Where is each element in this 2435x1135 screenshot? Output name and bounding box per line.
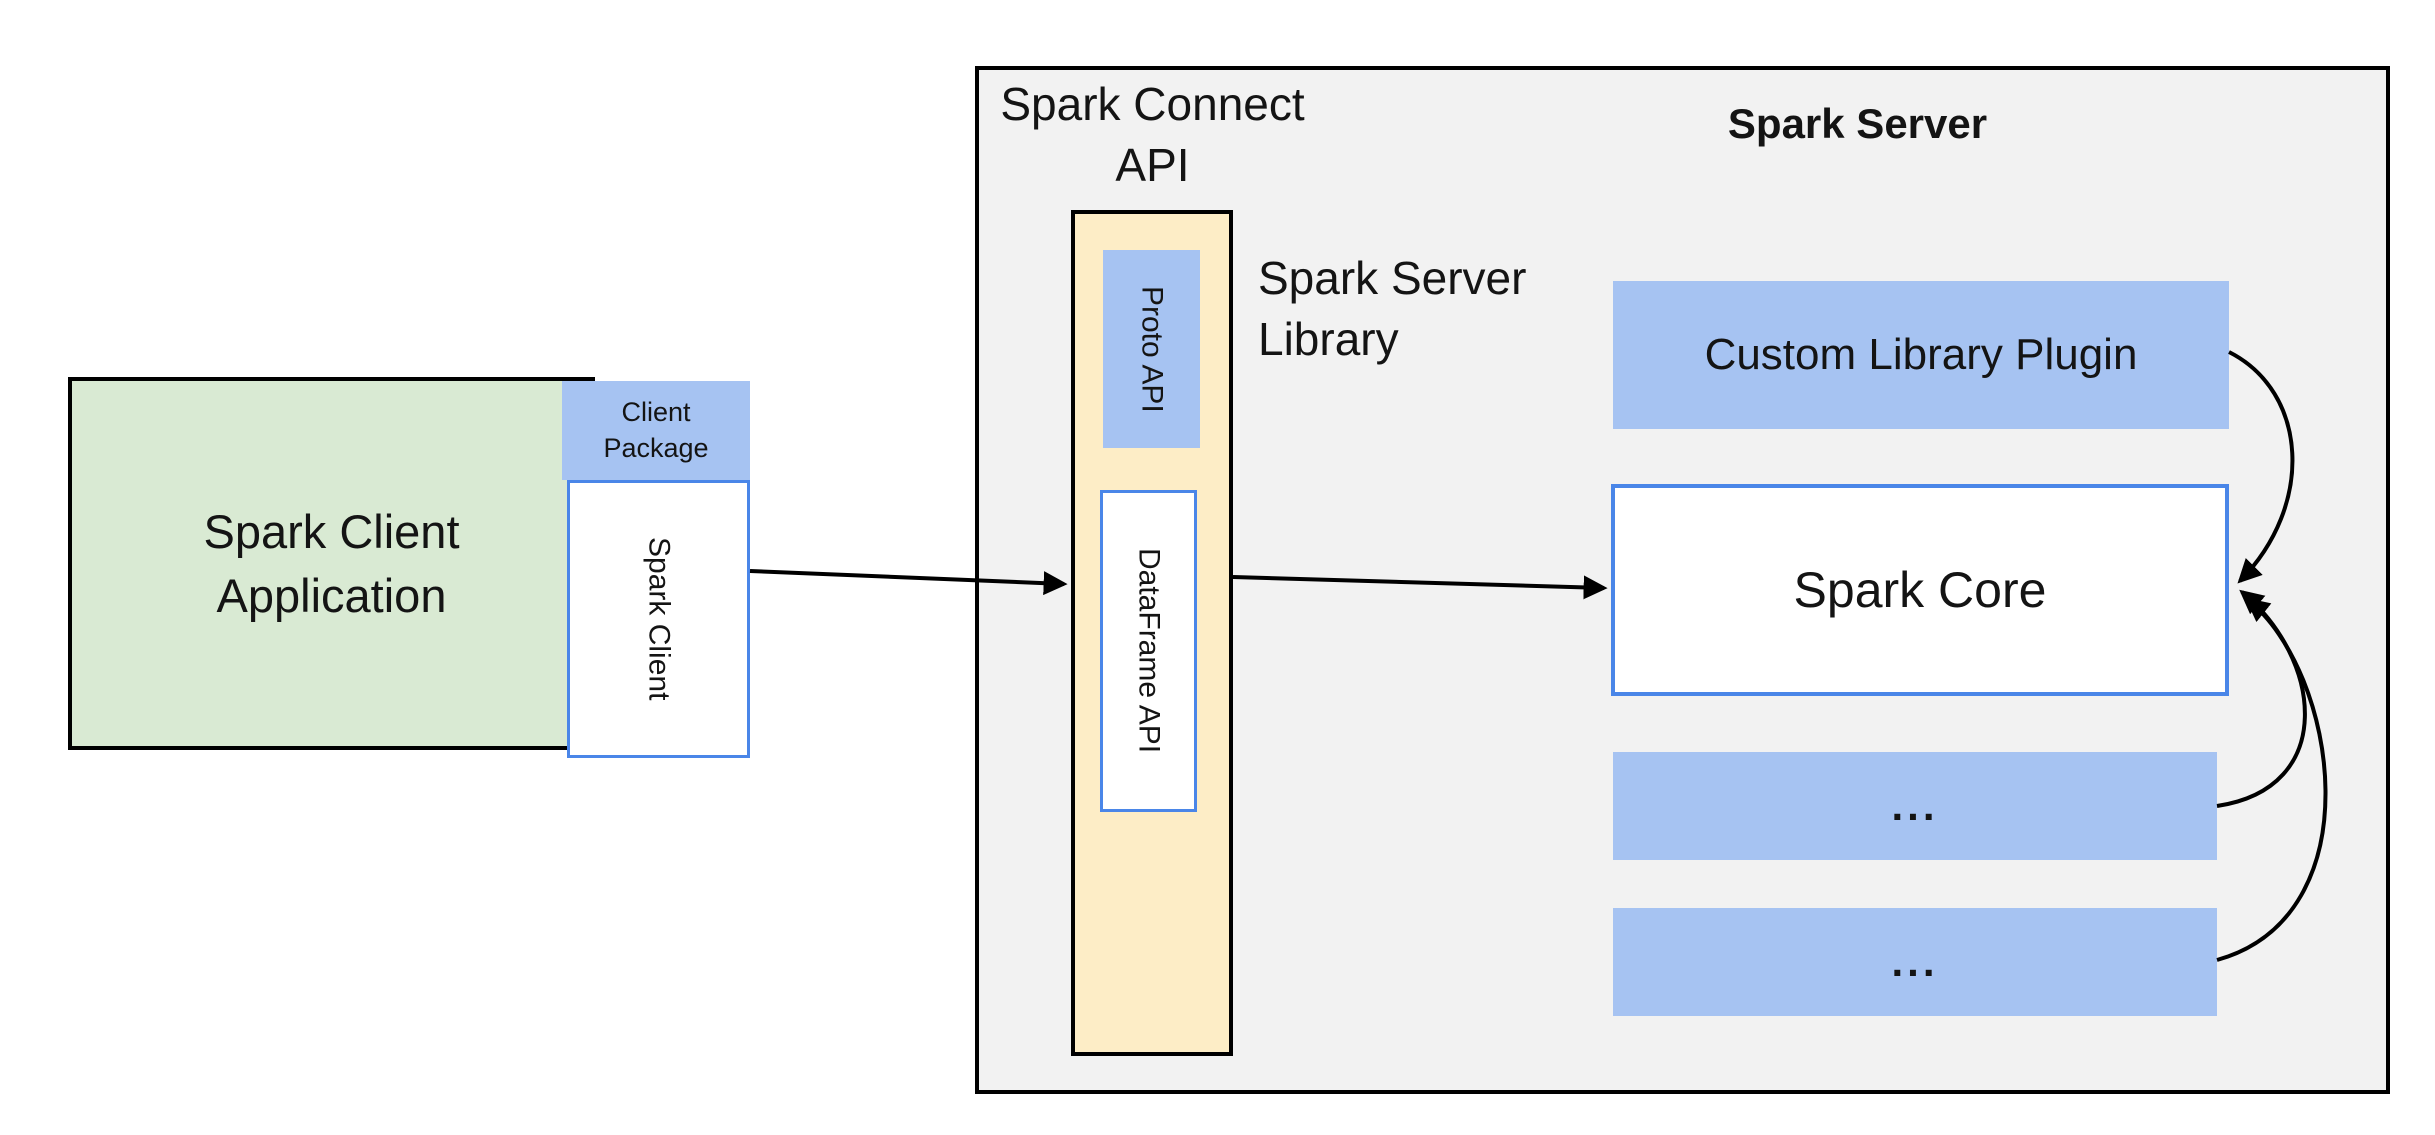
proto-api-box: Proto API (1103, 250, 1200, 448)
spark-client-application-box: Spark Client Application (68, 377, 595, 750)
custom-library-plugin-label: Custom Library Plugin (1704, 330, 2138, 379)
spark-server-library-label: Spark Server Library (1258, 252, 1527, 365)
plugin-placeholder-box-1: ... (1613, 752, 2217, 860)
proto-api-label: Proto API (1135, 285, 1169, 413)
spark-core-label: Spark Core (1793, 562, 2047, 618)
plugin-placeholder-box-2: ... (1613, 908, 2217, 1016)
spark-client-label: Spark Client (642, 537, 676, 701)
client-package-label: Client Package (603, 397, 709, 463)
ellipsis-label-2: ... (1891, 938, 1939, 985)
spark-server-title: Spark Server (1727, 100, 1988, 147)
custom-library-plugin-box: Custom Library Plugin (1613, 281, 2229, 429)
spark-client-application-label: Spark Client Application (203, 505, 460, 622)
ellipsis-label-1: ... (1891, 782, 1939, 829)
spark-connect-api-title: Spark Connect API (1000, 78, 1305, 191)
spark-client-box: Spark Client (567, 480, 750, 758)
dataframe-api-label: DataFrame API (1132, 548, 1166, 754)
dataframe-api-box: DataFrame API (1100, 490, 1197, 812)
spark-core-box: Spark Core (1611, 484, 2229, 696)
client-package-box: Client Package (562, 381, 750, 480)
